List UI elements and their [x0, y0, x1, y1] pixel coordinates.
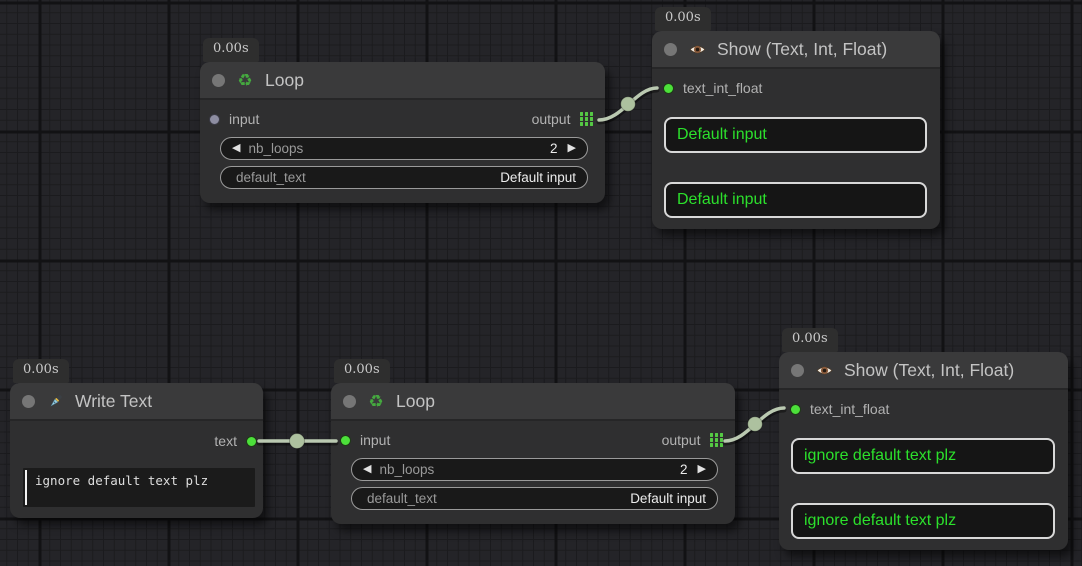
wire-loop-to-show-top	[597, 86, 659, 122]
widget-value: 2	[680, 462, 688, 477]
grid-output-icon[interactable]	[709, 433, 723, 447]
input-slot-label: input	[360, 432, 391, 448]
input-slot-dot[interactable]	[340, 434, 351, 446]
nb-loops-stepper[interactable]: ◀ nb_loops 2 ▶	[351, 458, 718, 481]
output-slot-label: text	[214, 433, 237, 449]
input-slot-label: text_int_float	[683, 80, 763, 96]
node-loop-bottom[interactable]: 0.00s ♻ Loop input output ◀ nb_loops 2 ▶	[331, 359, 735, 524]
node-title-bar[interactable]: Show (Text, Int, Float)	[652, 31, 940, 69]
output-slot-label: output	[531, 111, 571, 127]
default-text-widget[interactable]: default_text Default input	[220, 166, 588, 189]
node-title: Show (Text, Int, Float)	[844, 359, 1015, 380]
decrement-arrow-icon[interactable]: ◀	[232, 142, 241, 154]
node-title-bar[interactable]: Show (Text, Int, Float)	[779, 352, 1068, 390]
widget-value: 2	[550, 141, 558, 156]
input-slot-label: text_int_float	[810, 401, 890, 417]
node-loop-top[interactable]: 0.00s ♻ Loop input output ◀ nb_loops 2 ▶	[200, 38, 605, 203]
increment-arrow-icon[interactable]: ▶	[697, 463, 706, 475]
node-title: Show (Text, Int, Float)	[717, 38, 888, 59]
node-write-text[interactable]: 0.00s Write Text text ignore default	[10, 359, 263, 518]
recycle-icon: ♻	[368, 391, 384, 411]
wire-midpoint-dot	[620, 96, 636, 112]
text-display-2[interactable]: ignore default text plz	[791, 503, 1055, 539]
widget-value: Default input	[630, 491, 706, 506]
execution-time-badge: 0.00s	[13, 359, 69, 383]
nb-loops-stepper[interactable]: ◀ nb_loops 2 ▶	[220, 137, 588, 160]
widget-label: nb_loops	[379, 462, 435, 477]
input-slot-dot[interactable]	[790, 403, 801, 415]
text-display-2[interactable]: Default input	[664, 182, 927, 218]
text-display-1[interactable]: ignore default text plz	[791, 438, 1055, 474]
execution-time-badge: 0.00s	[203, 38, 259, 62]
output-slot-label: output	[661, 432, 701, 448]
node-title-bar[interactable]: Write Text	[10, 383, 263, 421]
execution-time-badge: 0.00s	[782, 328, 838, 352]
widget-label: nb_loops	[248, 141, 304, 156]
collapse-toggle[interactable]	[212, 73, 225, 87]
text-display-1[interactable]: Default input	[664, 117, 927, 153]
node-title-bar[interactable]: ♻ Loop	[200, 62, 605, 100]
wire-midpoint-dot	[289, 433, 305, 449]
collapse-toggle[interactable]	[791, 363, 804, 377]
node-show-bottom[interactable]: 0.00s Show (Text, Int, Float) text_int_f…	[779, 328, 1068, 550]
input-slot-dot[interactable]	[663, 82, 674, 94]
wire-midpoint-dot	[747, 416, 763, 432]
default-text-widget[interactable]: default_text Default input	[351, 487, 718, 510]
widget-label: default_text	[367, 491, 437, 506]
decrement-arrow-icon[interactable]: ◀	[363, 463, 372, 475]
output-slot-dot[interactable]	[246, 435, 257, 447]
pen-icon	[46, 392, 64, 410]
input-slot-label: input	[229, 111, 260, 127]
collapse-toggle[interactable]	[22, 394, 35, 408]
collapse-toggle[interactable]	[664, 42, 677, 56]
eye-icon	[688, 40, 706, 58]
recycle-icon: ♻	[237, 70, 253, 90]
text-widget: ignore default text plz	[23, 468, 255, 507]
node-show-top[interactable]: 0.00s Show (Text, Int, Float) text_int_f…	[652, 7, 940, 229]
increment-arrow-icon[interactable]: ▶	[567, 142, 576, 154]
text-input[interactable]: ignore default text plz	[23, 468, 255, 507]
node-title: Loop	[396, 390, 435, 411]
node-title-bar[interactable]: ♻ Loop	[331, 383, 735, 421]
eye-icon	[815, 361, 833, 379]
execution-time-badge: 0.00s	[334, 359, 390, 383]
execution-time-badge: 0.00s	[655, 7, 711, 31]
collapse-toggle[interactable]	[343, 394, 356, 408]
widget-label: default_text	[236, 170, 306, 185]
widget-value: Default input	[500, 170, 576, 185]
input-slot-dot[interactable]	[209, 113, 220, 125]
node-title: Write Text	[75, 390, 153, 411]
node-title: Loop	[265, 69, 304, 90]
grid-output-icon[interactable]	[579, 112, 593, 126]
